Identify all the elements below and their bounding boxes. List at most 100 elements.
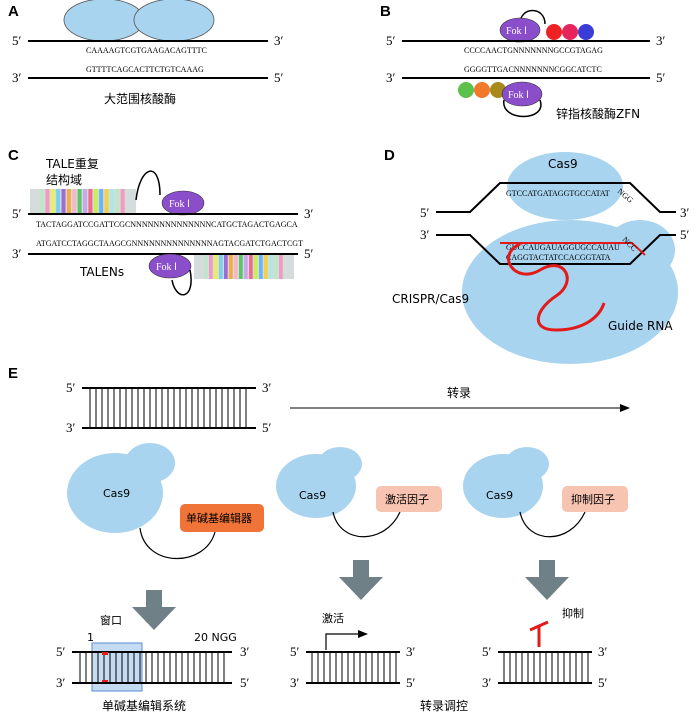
tale-repeat <box>264 255 268 279</box>
c-fok-bottom-label: Fok Ⅰ <box>156 262 177 273</box>
activator-linker <box>332 511 401 538</box>
pos20-label: 20 NGG <box>194 631 237 644</box>
e-cas9-3: Cas9 <box>486 489 513 502</box>
tale-repeat <box>45 189 50 213</box>
d-rna-seq: GUCCAUGAUAGGUGCCAUAU <box>506 243 620 252</box>
c-top-5: 5′ <box>12 206 22 221</box>
d-cas9-label: Cas9 <box>548 157 578 171</box>
c-bottom-linker <box>171 269 192 296</box>
panel-c: C TALE重复 结构域 Fok Ⅰ 5′ 3′ TACTAGGATCCGATT… <box>8 147 314 296</box>
d-system-label: CRISPR/Cas9 <box>392 292 469 306</box>
d-bottom-3: 3′ <box>420 227 430 242</box>
base-editor-label: 单碱基编辑器 <box>186 511 252 525</box>
a-bottom-5: 5′ <box>274 70 284 85</box>
e-be-3b: 3′ <box>56 675 66 690</box>
tale-repeat <box>93 189 98 213</box>
caption-base-editing: 单碱基编辑系统 <box>102 698 186 713</box>
tale-repeat <box>254 255 258 279</box>
tale-repeat <box>99 189 104 213</box>
zf-finger-pink <box>562 24 578 40</box>
tale-repeat <box>88 189 93 213</box>
e-bot-5: 5′ <box>262 420 272 435</box>
tale-repeat <box>104 189 109 213</box>
panel-e-label: E <box>8 365 18 382</box>
activator-label: 激活因子 <box>385 492 429 506</box>
panel-d: D Cas9 5′ 3′ GTCCATGATAGGTGCCATAT NGG 3′… <box>384 147 690 364</box>
tale-repeat <box>50 189 55 213</box>
b-bottom-5: 5′ <box>656 70 666 85</box>
zf-finger-red <box>546 24 562 40</box>
down-arrow-repressor <box>525 560 569 600</box>
tale-repeat <box>239 255 243 279</box>
e-act-5: 5′ <box>290 644 300 659</box>
meganuclease-left <box>63 0 145 42</box>
d-top-3: 3′ <box>680 205 690 220</box>
c-top-seq: TACTAGGATCCGATTCGCNNNNNNNNNNNNNNCATGCTAG… <box>36 220 298 229</box>
c-fok-top-label: Fok Ⅰ <box>169 199 190 210</box>
tale-repeat <box>274 255 278 279</box>
d-pam: NGG <box>616 187 635 205</box>
c-bottom-3: 3′ <box>12 246 22 261</box>
e-bot-3: 3′ <box>66 420 76 435</box>
e-top-5: 5′ <box>66 380 76 395</box>
guide-rna-scaffold <box>507 242 606 332</box>
e-top-3: 3′ <box>262 380 272 395</box>
base-editor-box <box>180 504 264 532</box>
repressor-label: 抑制因子 <box>571 492 615 506</box>
a-top-3: 3′ <box>274 33 284 48</box>
c-bottom-5: 5′ <box>304 246 314 261</box>
panel-b: B Fok Ⅰ 5′ 3′ CCCCAACTGNNNNNNNGCCGTAGAG … <box>380 3 666 121</box>
tale-repeat <box>56 189 61 213</box>
tale-repeat <box>229 255 233 279</box>
panel-a: A 5′ 3′ CAAAAGTCGTGAAGACAGTTTC GTTTTCAGC… <box>8 0 284 106</box>
c-bottom-seq: ATGATCCTAGGCTAAGCGNNNNNNNNNNNNNNAGTACGAT… <box>36 239 303 248</box>
cas9-repressor-lobe <box>505 447 549 481</box>
d-top-seq: GTCCATGATAGGTGCCATAT <box>506 189 610 198</box>
e-cas9-1: Cas9 <box>103 487 130 500</box>
act-ladder-rungs <box>311 652 397 683</box>
b-top-3: 3′ <box>656 33 666 48</box>
a-top-seq: CAAAAGTCGTGAAGACAGTTTC <box>86 46 207 55</box>
tale-repeat <box>204 255 208 279</box>
e-be-5: 5′ <box>56 644 66 659</box>
e-act-3b: 3′ <box>290 675 300 690</box>
cas9-base-editor-lobe <box>125 443 175 483</box>
guide-rna-spacer <box>500 242 646 256</box>
a-bottom-3: 3′ <box>12 70 22 85</box>
e-rep-3b: 3′ <box>482 675 492 690</box>
tale-repeat <box>83 189 88 213</box>
meganuclease-right <box>133 0 215 42</box>
tale-label-line1: TALE重复 <box>45 157 99 171</box>
edit-mark-2 <box>102 680 108 683</box>
tale-repeat <box>259 255 263 279</box>
d-bottom-seq: CAGGTACTATCCACGGTATA <box>506 253 611 262</box>
down-arrow-activator <box>339 560 383 600</box>
b-bottom-seq: GGGGTTGACNNNNNNNCGGCATCTC <box>464 65 602 74</box>
activator-box <box>376 486 442 512</box>
e-rep-5b: 5′ <box>598 675 608 690</box>
caption-transcription-regulation: 转录调控 <box>420 698 468 713</box>
e-rep-5: 5′ <box>482 644 492 659</box>
c-fok-bottom <box>148 253 192 279</box>
cas9-activator-lobe <box>318 447 362 481</box>
panel-b-label: B <box>380 3 391 20</box>
panel-a-label: A <box>8 3 19 20</box>
base-editor-linker <box>139 527 216 560</box>
tale-repeat <box>244 255 248 279</box>
tale-repeat <box>66 189 71 213</box>
tale-repeat <box>224 255 228 279</box>
d-bottom-5: 5′ <box>680 227 690 242</box>
tale-repeat <box>219 255 223 279</box>
d-top-strand <box>436 182 676 213</box>
repressor-box <box>562 486 628 512</box>
panel-c-label: C <box>8 147 19 164</box>
tale-repeat <box>234 255 238 279</box>
e-be-3: 3′ <box>240 644 250 659</box>
tale-label-line2: 结构域 <box>46 172 82 187</box>
c-top-3: 3′ <box>304 206 314 221</box>
d-bottom-strand <box>436 234 676 265</box>
tale-repeat <box>269 255 273 279</box>
e-be-5b: 5′ <box>240 675 250 690</box>
window-label: 窗口 <box>100 613 122 627</box>
zf-finger-blue <box>578 24 594 40</box>
